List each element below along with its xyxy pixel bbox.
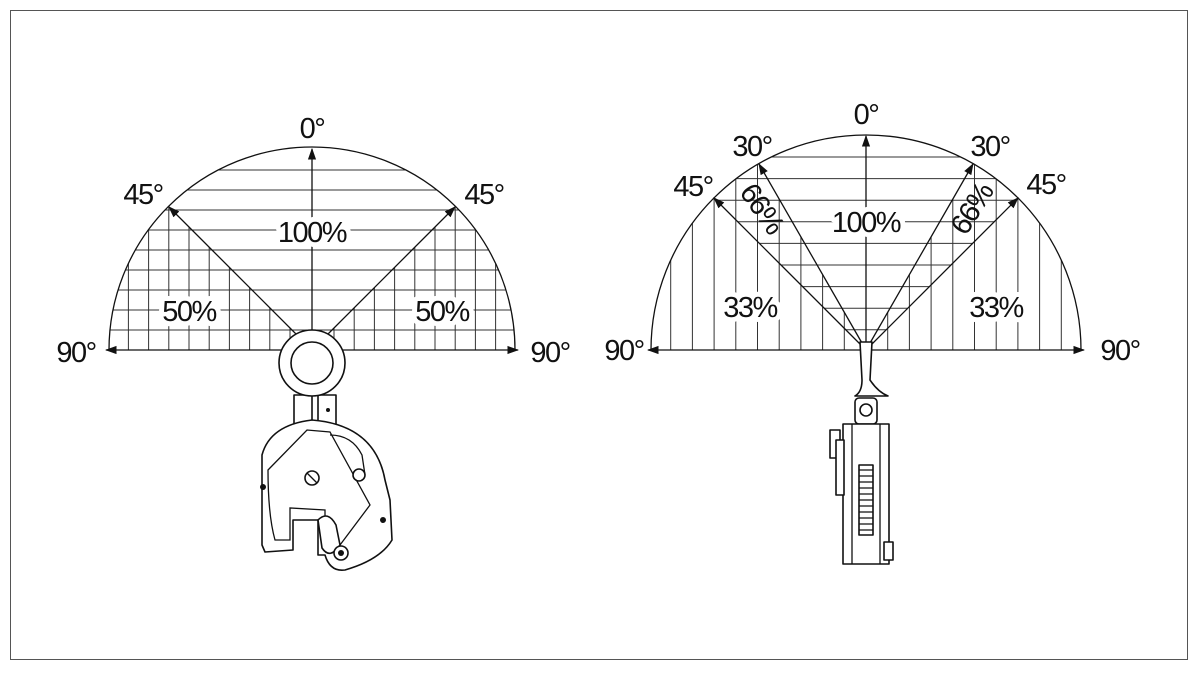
left-label-45deg-right: 45° [464, 179, 503, 211]
right-label-30deg-left: 30° [732, 131, 771, 163]
right-capacity-33-left: 33% [723, 292, 777, 324]
clamp-lever-side [835, 439, 845, 496]
right-label-45deg-right: 45° [1026, 169, 1065, 201]
clamp-cam-slot [329, 434, 366, 476]
right-label-90deg-right: 90° [1100, 335, 1139, 367]
right-label-0deg: 0° [854, 99, 879, 131]
right-arrow-45deg-left [713, 197, 867, 351]
left-arrow-45deg-left [168, 206, 313, 351]
right-label-90deg-left: 90° [604, 335, 643, 367]
jaw-pivot-center [338, 550, 344, 556]
lifting-eye-inner [290, 341, 334, 385]
left-arc [108, 146, 516, 351]
screw-slot [306, 472, 318, 484]
shackle-pin-icon [326, 408, 330, 412]
right-capacity-100: 100% [832, 207, 901, 239]
left-arrow-45deg-right [311, 206, 456, 351]
left-label-90deg-left: 90° [56, 337, 95, 369]
left-label-0deg: 0° [300, 113, 325, 145]
left-capacity-50-left: 50% [162, 296, 216, 328]
rivet-icon [260, 484, 266, 490]
left-capacity-100: 100% [278, 217, 347, 249]
left-label-45deg-left: 45° [123, 179, 162, 211]
rivet-icon [380, 517, 386, 523]
right-arrow-30deg-left [758, 162, 867, 351]
clamp-eye-side [854, 341, 889, 397]
left-capacity-50-right: 50% [415, 296, 469, 328]
right-angle-chart: 0° 30° 30° 45° 45° 90° 90° 100% 66% 66% … [604, 99, 1141, 367]
spring-coils [859, 469, 873, 531]
clamp-plate-outline [267, 429, 371, 546]
right-capacity-33-right: 33% [969, 292, 1023, 324]
head-screw-icon [859, 403, 873, 417]
clamp-jaw-cam [317, 515, 341, 555]
left-label-90deg-right: 90° [530, 337, 569, 369]
right-arrow-45deg-right [865, 197, 1019, 351]
clamp-jaw-side [883, 541, 894, 561]
right-capacity-66-left: 66% [733, 178, 790, 241]
right-label-30deg-right: 30° [970, 131, 1009, 163]
vertical-plate-clamp-front-view [260, 329, 393, 572]
right-arrow-30deg-right [865, 162, 974, 351]
cam-pivot-icon [352, 468, 366, 482]
vertical-plate-clamp-side-view [829, 341, 894, 565]
figure-frame [10, 10, 1188, 660]
right-label-45deg-left: 45° [673, 171, 712, 203]
clamp-body [261, 419, 393, 572]
